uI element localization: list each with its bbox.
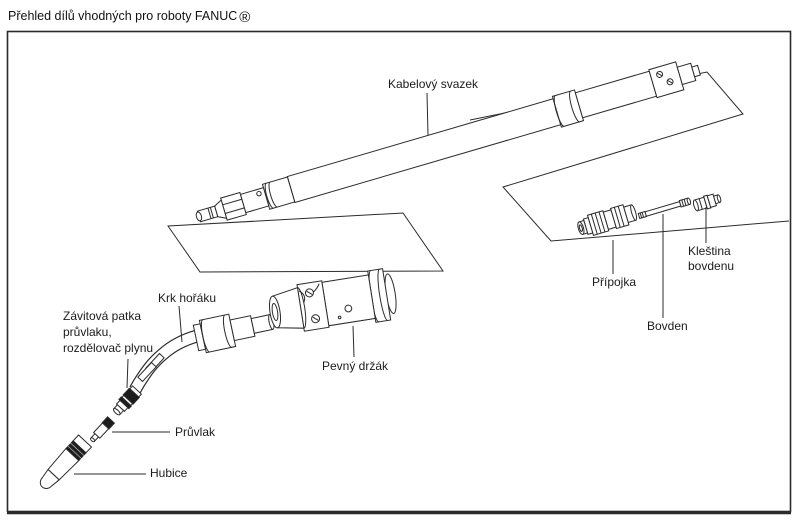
gas-distributor-drawing: [112, 385, 143, 416]
label-pevny-drzak: Pevný držák: [322, 359, 389, 373]
label-zavitova-patka: Závitová patka průvlaku, rozdělovač plyn…: [63, 308, 153, 356]
page-title: Přehled dílů vhodných pro roboty FANUC®: [8, 9, 250, 26]
krk-horaku-leader-line: [178, 305, 183, 343]
label-klestina-line1: Kleština: [688, 244, 731, 258]
label-zavitova-patka-line2: průvlaku,: [63, 325, 112, 339]
label-zavitova-patka-line3: rozdělovač plynu: [63, 341, 154, 355]
drawing-frame: [6, 30, 792, 513]
torch-neck-drawing: [129, 313, 275, 394]
label-pruvlak: Průvlak: [175, 425, 216, 439]
page-title-text: Přehled dílů vhodných pro roboty FANUC: [8, 9, 238, 23]
label-pripojka: Přípojka: [592, 275, 637, 289]
cable-assembly-drawing: [195, 61, 702, 223]
pevny-drzak-leader-line: [352, 325, 355, 358]
label-zavitova-patka-line1: Závitová patka: [63, 309, 142, 323]
label-krk-horaku: Krk hořáku: [158, 291, 217, 305]
label-kabelovy-svazek: Kabelový svazek: [388, 77, 479, 91]
bowden-drawing: [637, 197, 692, 220]
label-klestina-bovdenu: Kleština bovdenu: [688, 244, 734, 274]
label-hubice: Hubice: [150, 466, 188, 480]
bowden-collet-drawing: [692, 193, 722, 212]
construction-plane-left: [167, 212, 444, 273]
label-bovden: Bovden: [647, 319, 688, 333]
registered-trademark-mark: ®: [239, 9, 251, 26]
contact-tip-drawing: [90, 416, 116, 443]
fixed-holder-drawing: [268, 268, 397, 332]
zavitova-patka-leader-line: [126, 358, 129, 389]
nozzle-drawing: [39, 434, 93, 489]
kabelovy-svazek-leader-line: [426, 92, 429, 136]
connector-drawing: [577, 204, 638, 236]
label-klestina-line2: bovdenu: [688, 259, 735, 273]
